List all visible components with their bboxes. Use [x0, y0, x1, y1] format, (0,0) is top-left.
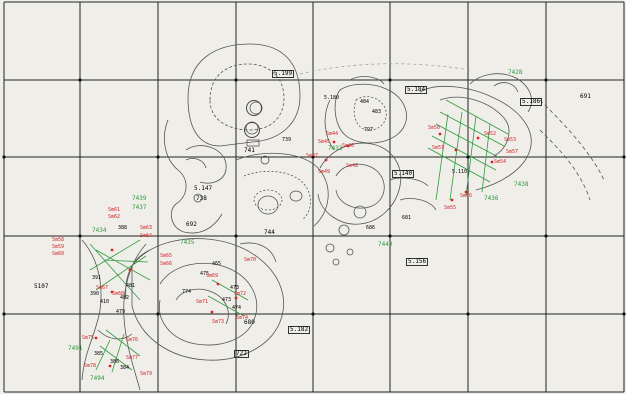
context-label: 5.110 [452, 169, 468, 175]
context-label: 483 [372, 109, 382, 115]
survey-grid [3, 1, 625, 393]
find-markers [94, 132, 494, 368]
circled-feature [244, 122, 260, 138]
context-label: 738 [196, 195, 207, 202]
context-label: 5.182 [288, 326, 311, 334]
sample-label: Sm47 [306, 153, 319, 159]
sample-label: Sm71 [196, 299, 209, 305]
context-label: 484 [360, 99, 370, 105]
sample-label: Sm54 [494, 159, 507, 165]
sample-label: Sm57 [506, 149, 519, 155]
context-label: 5.140 [392, 170, 415, 178]
sample-label: Sm49 [318, 169, 331, 175]
feature-number-label: 7437 [132, 204, 147, 211]
feature-number-label: 7491 [68, 345, 83, 352]
feature-number-label: 7438 [514, 181, 529, 188]
sample-label: Sm78 [84, 363, 97, 369]
sample-label: Sm74 [236, 315, 249, 321]
context-label: 741 [244, 147, 255, 154]
sample-label: Sm67 [96, 285, 109, 291]
context-label: 5107 [34, 283, 49, 290]
context-label: 692 [186, 221, 197, 228]
context-label: 481 [126, 283, 136, 289]
contour-line [299, 63, 471, 75]
context-label: 473 [230, 285, 240, 291]
sample-label: Sm58 [52, 237, 65, 243]
circled-feature [246, 100, 262, 116]
context-label: 5.156 [406, 258, 429, 266]
feature-number-label: 7436 [484, 195, 499, 202]
sample-label: Sm79 [140, 371, 153, 377]
sample-label: Sm44 [326, 131, 339, 137]
feature-number-label: 7439 [132, 195, 147, 202]
feature-number-label: 7433 [328, 145, 343, 152]
context-label: 410 [100, 299, 110, 305]
sample-label: Sm69 [206, 273, 219, 279]
sample-label: Sm60 [52, 251, 65, 257]
sample-label: Sm50 [428, 125, 441, 131]
context-label: 388 [118, 225, 128, 231]
context-label: 681 [402, 215, 412, 221]
context-label: 474 [232, 305, 242, 311]
context-label: 384 [120, 365, 130, 371]
sample-label: Sm75 [82, 335, 95, 341]
context-label: 797 [364, 127, 374, 133]
sample-label: Sm55 [444, 205, 457, 211]
sample-label: Sm73 [212, 319, 225, 325]
context-label: 5.186 [520, 98, 543, 106]
sample-label: Sm48 [346, 163, 359, 169]
sample-label: Sm70 [244, 257, 257, 263]
grid-markers [2, 78, 626, 316]
sample-label: Sm51 [432, 145, 445, 151]
sample-label: Sm59 [52, 244, 65, 250]
sample-label: Sm52 [484, 131, 497, 137]
sample-label: Sm76 [126, 337, 139, 343]
context-label: 5.199 [272, 70, 295, 78]
sample-label: Sm46 [342, 143, 355, 149]
context-label: 475 [200, 271, 210, 277]
sample-label: Sm65 [160, 253, 173, 259]
sample-label: Sm66 [160, 261, 173, 267]
context-label: 686 [366, 225, 376, 231]
context-label: 5.184 [405, 86, 428, 94]
sample-label: Sm45 [318, 139, 331, 145]
feature-number-label: 7440 [378, 241, 393, 248]
context-label: 391 [92, 275, 102, 281]
excavation-features [81, 43, 605, 391]
sample-label: Sm61 [108, 207, 121, 213]
context-label: 385 [94, 351, 104, 357]
context-label: 722 [234, 350, 249, 358]
context-label: 680 [244, 319, 255, 326]
sample-label: Sm68 [112, 291, 125, 297]
context-label: 5.147 [194, 185, 213, 192]
context-label: 774 [182, 289, 192, 295]
sample-label: Sm62 [108, 214, 121, 220]
context-label: 390 [90, 291, 100, 297]
context-label: 5.180 [324, 95, 340, 101]
context-label: 691 [580, 93, 591, 100]
sample-label: Sm53 [504, 137, 517, 143]
context-label: 386 [110, 359, 120, 365]
feature-number-label: 7428 [508, 69, 523, 76]
feature-number-label: 7494 [90, 375, 105, 382]
sample-label: Sm64 [140, 233, 153, 239]
context-label: 473 [222, 297, 232, 303]
sample-label: Sm72 [234, 291, 247, 297]
feature-number-label: 7434 [92, 227, 107, 234]
context-label: 479 [116, 309, 126, 315]
sample-label: Sm56 [460, 193, 473, 199]
feature-number-label: 7435 [180, 239, 195, 246]
context-label: 465 [212, 261, 222, 267]
context-label: 739 [282, 137, 292, 143]
sample-label: Sm77 [126, 355, 139, 361]
context-label: 482 [120, 295, 130, 301]
sample-label: Sm63 [140, 225, 153, 231]
context-label: 744 [264, 229, 275, 236]
